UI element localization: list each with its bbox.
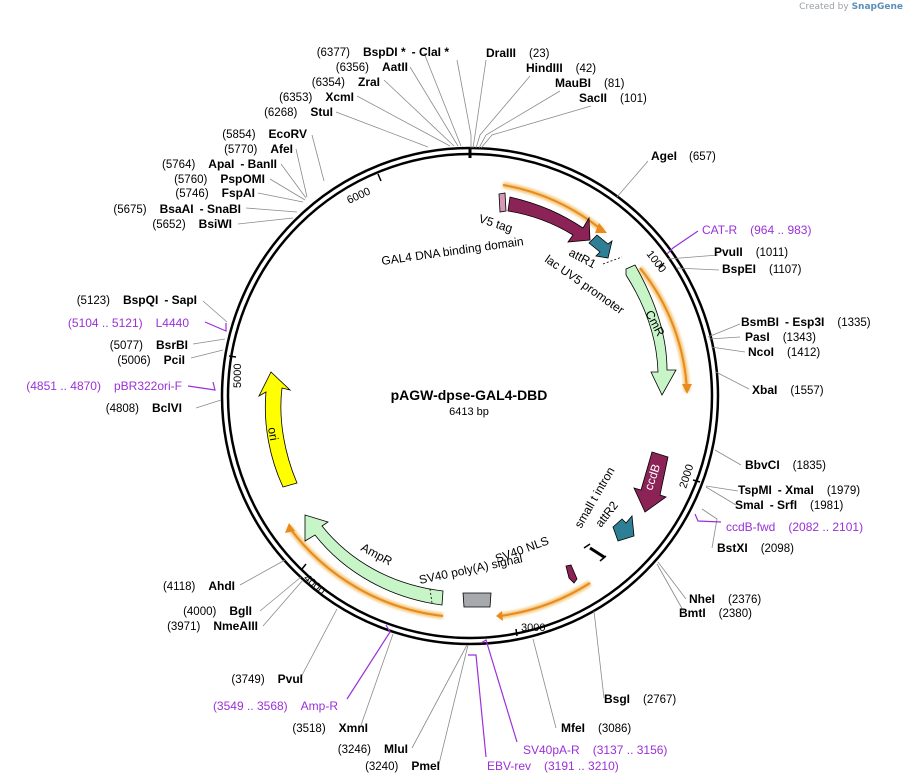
site-xcmi[interactable]: (6353)XcmI — [279, 90, 354, 104]
primer-ccdb-fwd[interactable]: ccdB-fwd(2082 .. 2101) — [726, 520, 863, 534]
site-pmei[interactable]: (3240)PmeI — [365, 759, 440, 773]
primer-sv40pa-r[interactable]: SV40pA-R(3137 .. 3156) — [523, 743, 667, 757]
site-sacii[interactable]: SacII(101) — [579, 91, 647, 105]
sv40-nls-feature[interactable] — [565, 564, 578, 584]
site-agei[interactable]: AgeI(657) — [651, 149, 716, 163]
cmr-label: CmR — [642, 308, 667, 339]
v5-tag-feature[interactable] — [498, 192, 507, 213]
primer-markers[interactable] — [187, 230, 722, 758]
site-aatii[interactable]: (6356)AatII — [336, 60, 408, 74]
site-bclvi[interactable]: (4808)BclVI — [106, 401, 182, 415]
site-bspdi-clai[interactable]: (6377)BspDI *- ClaI * — [317, 45, 450, 59]
site-pspomi[interactable]: (5760)PspOMI — [174, 172, 265, 186]
site-nhei[interactable]: NheI(2376) — [689, 592, 761, 606]
site-bsaai-snabi[interactable]: (5675)BsaAI- SnaBI — [113, 202, 241, 216]
small-t-intron-feature[interactable] — [589, 546, 605, 559]
scale-label-4000: 4000 — [301, 572, 327, 597]
scale-label-3000: 3000 — [521, 622, 545, 634]
attr1-feature[interactable] — [588, 234, 613, 259]
site-pvuii[interactable]: PvuII(1011) — [714, 245, 788, 259]
site-pcii[interactable]: (5006)PciI — [117, 353, 185, 367]
site-pvui[interactable]: (3749)PvuI — [231, 672, 303, 686]
primer-cat-r[interactable]: CAT-R(964 .. 983) — [702, 223, 811, 237]
site-nmeaiii[interactable]: (3971)NmeAIII — [167, 619, 258, 633]
site-bsiwi[interactable]: (5652)BsiWI — [152, 217, 232, 231]
ori-feature[interactable] — [258, 371, 298, 488]
site-bmti[interactable]: BmtI(2380) — [679, 606, 752, 620]
gal4-dbd-label: GAL4 DNA binding domain — [380, 234, 524, 268]
credit-prefix: Created by — [799, 2, 849, 12]
v5-tag-label: V5 tag — [477, 212, 514, 236]
site-bstxi[interactable]: BstXI(2098) — [717, 541, 794, 555]
site-ecorv[interactable]: (5854)EcoRV — [222, 127, 307, 141]
plasmid-name: pAGW-dpse-GAL4-DBD — [391, 387, 548, 403]
snapgene-credit: Created by SnapGene — [799, 2, 903, 12]
site-mfei[interactable]: MfeI(3086) — [561, 721, 631, 735]
site-xbai[interactable]: XbaI(1557) — [752, 383, 824, 397]
plasmid-length: 6413 bp — [449, 406, 489, 418]
site-leader-lines — [190, 52, 750, 765]
site-bsmbi-esp3i[interactable]: BsmBI- Esp3I(1335) — [741, 315, 871, 329]
scale-tick-4000: 4000 — [301, 563, 327, 598]
site-afei[interactable]: (5770)AfeI — [224, 142, 293, 156]
ccdb-feature[interactable] — [633, 451, 669, 513]
site-tspmi-xmai[interactable]: TspMI- XmaI(1979) — [738, 483, 860, 497]
site-stui[interactable]: (6268)StuI — [264, 105, 333, 119]
attr2-feature[interactable] — [612, 515, 635, 542]
scale-tick-2000: 2000 — [677, 463, 701, 490]
scale-tick-3000: 3000 — [515, 622, 545, 637]
scale-label-6000: 6000 — [345, 185, 372, 206]
sv40-polya-feature[interactable] — [462, 592, 492, 608]
site-zrai[interactable]: (6354)ZraI — [312, 75, 380, 89]
site-draiii[interactable]: DraIII(23) — [486, 46, 550, 60]
site-xmni[interactable]: (3518)XmnI — [292, 721, 368, 735]
site-ahdi[interactable]: (4118)AhdI — [163, 579, 235, 593]
site-bbvci[interactable]: BbvCI(1835) — [745, 458, 826, 472]
site-pasi[interactable]: PasI(1343) — [745, 330, 816, 344]
ampr-feature[interactable] — [304, 514, 444, 606]
scale-tick-5000: 5000 — [228, 355, 244, 388]
site-bsrbi[interactable]: (5077)BsrBI — [110, 338, 188, 352]
site-ncoi[interactable]: NcoI(1412) — [748, 345, 820, 359]
primer-l4440[interactable]: (5104 .. 5121)L4440 — [68, 316, 189, 330]
primer-pbr322ori-f[interactable]: (4851 .. 4870)pBR322ori-F — [26, 379, 182, 393]
site-maubi[interactable]: MauBI(81) — [555, 76, 625, 90]
site-apai-banii[interactable]: (5764)ApaI- BanII — [162, 157, 277, 171]
snapgene-logo: SnapGene — [851, 2, 903, 12]
cmr-feature[interactable] — [625, 264, 677, 396]
gal4-dbd-feature[interactable] — [507, 196, 591, 243]
site-bspqi-sapi[interactable]: (5123)BspQI- SapI — [77, 293, 197, 307]
orange-arcs — [285, 182, 692, 621]
lac-uv5-promoter-feature[interactable] — [602, 256, 623, 265]
site-bgli[interactable]: (4000)BglI — [183, 604, 252, 618]
site-fspai[interactable]: (5746)FspAI — [175, 186, 255, 200]
site-hindiii[interactable]: HindIII(42) — [526, 61, 596, 75]
scale-label-5000: 5000 — [232, 364, 244, 388]
primer-ebv-rev[interactable]: EBV-rev(3191 .. 3210) — [487, 759, 619, 773]
ori-label: ori — [265, 426, 281, 442]
site-mlui[interactable]: (3246)MluI — [338, 742, 408, 756]
primer-amp-r[interactable]: (3549 .. 3568)Amp-R — [213, 699, 338, 713]
sv40-polya-label: SV40 poly(A) signal — [418, 551, 524, 587]
site-bsgi[interactable]: BsgI(2767) — [604, 692, 676, 706]
site-bspei[interactable]: BspEI(1107) — [722, 262, 802, 276]
site-smai-srfi[interactable]: SmaI- SrfI(1981) — [735, 498, 843, 512]
